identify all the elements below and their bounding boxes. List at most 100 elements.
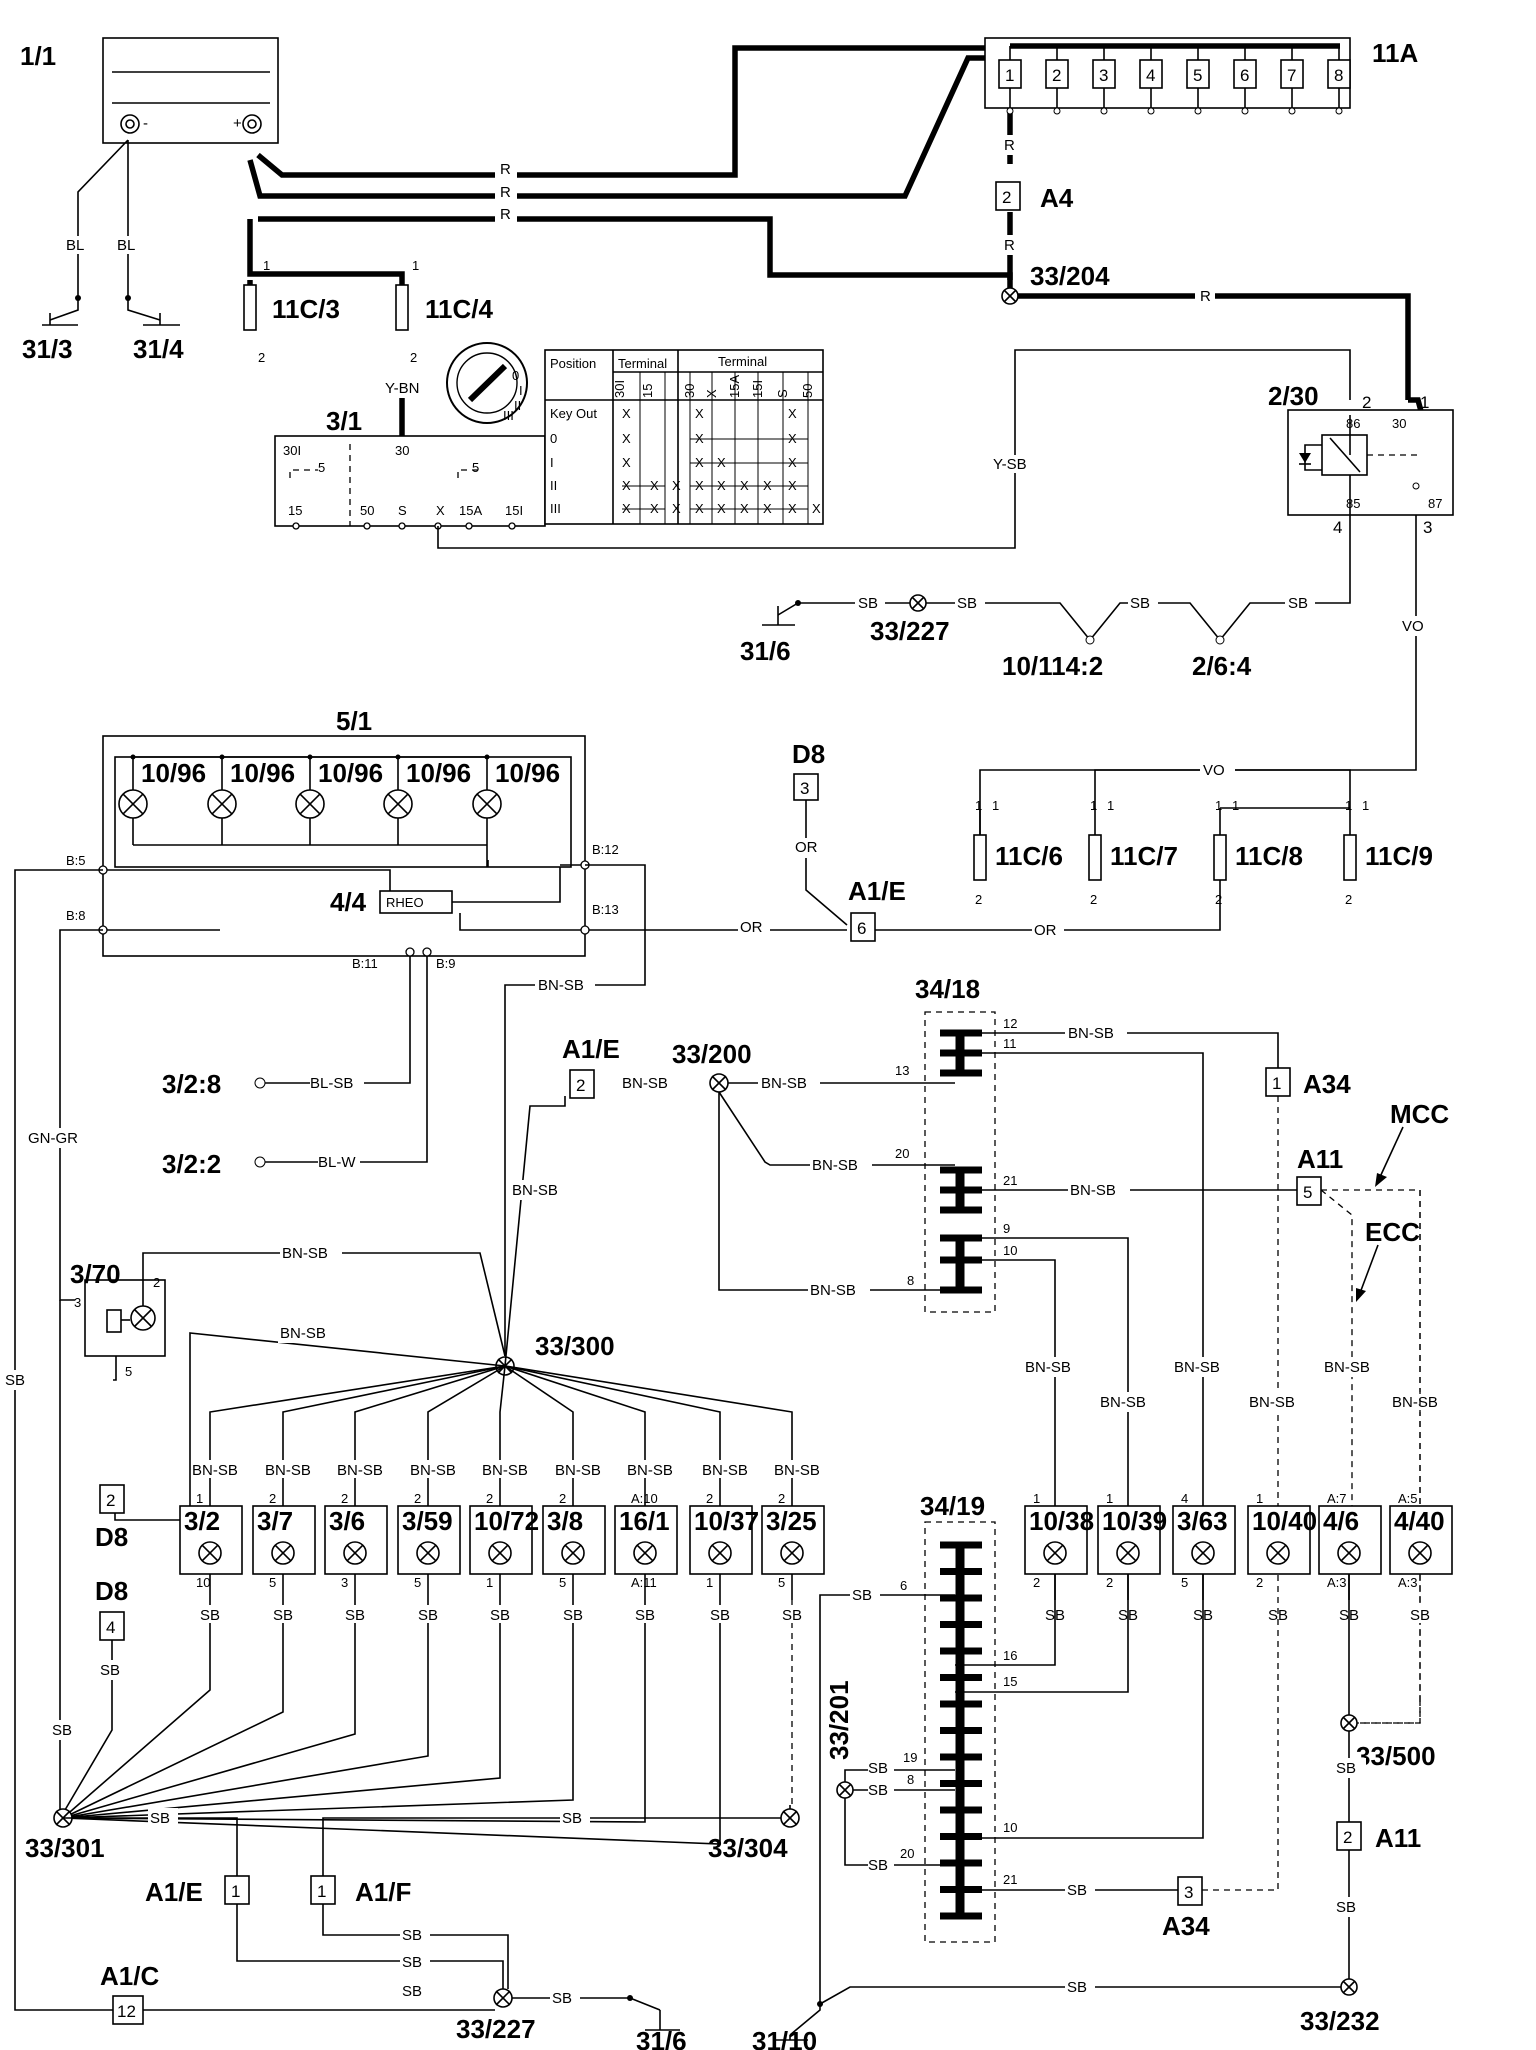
svg-text:A11: A11 [1375,1823,1421,1853]
svg-text:33/204: 33/204 [1030,261,1110,291]
svg-text:III: III [503,408,514,423]
svg-text:20: 20 [900,1846,914,1861]
connector-a1e-2: 2 A1/E [562,1034,620,1099]
svg-text:BN-SB: BN-SB [1174,1359,1220,1376]
relay-2-30: 2/30 86 30 85 87 2 1 4 3 [1268,381,1454,537]
svg-text:B:11: B:11 [352,956,378,971]
svg-text:31/6: 31/6 [636,2026,687,2050]
junction-33-500: 33/500 [1340,1714,1436,1771]
svg-text:SB: SB [1067,1979,1087,1996]
svg-text:VO: VO [1402,618,1424,635]
svg-text:BN-SB: BN-SB [337,1462,383,1479]
power-wires [247,45,1443,483]
svg-text:BN-SB: BN-SB [192,1462,238,1479]
svg-text:3: 3 [74,1295,81,1310]
junction-33-304: 33/304 [708,1808,800,1863]
svg-text:SB: SB [1410,1607,1430,1624]
battery: - + 1/1 [20,37,279,144]
svg-text:X: X [695,406,704,421]
svg-text:2: 2 [1256,1575,1263,1590]
svg-text:5: 5 [1193,66,1202,85]
svg-text:2: 2 [1106,1575,1113,1590]
svg-text:3/2: 3/2 [184,1506,220,1536]
svg-text:5: 5 [318,460,325,475]
bar-34-18: 34/18 [915,974,996,1313]
svg-text:BN-SB: BN-SB [1392,1394,1438,1411]
svg-text:BN-SB: BN-SB [1100,1394,1146,1411]
svg-text:A:7: A:7 [1327,1491,1347,1506]
svg-text:15I: 15I [505,503,523,518]
svg-text:SB: SB [100,1662,120,1679]
svg-text:1: 1 [992,798,999,813]
svg-text:3/63: 3/63 [1177,1506,1228,1536]
svg-text:B:9: B:9 [436,956,456,971]
svg-text:1: 1 [1090,798,1097,813]
svg-text:85: 85 [1346,496,1360,511]
svg-text:33/201: 33/201 [824,1680,854,1760]
svg-text:SB: SB [868,1857,888,1874]
svg-text:10/37: 10/37 [694,1506,759,1536]
svg-text:BN-SB: BN-SB [1324,1359,1370,1376]
load-3-63 [1172,1505,1236,1575]
svg-text:SB: SB [1130,595,1150,612]
svg-text:MCC: MCC [1390,1099,1449,1129]
svg-text:33/500: 33/500 [1356,1741,1436,1771]
svg-text:11C/7: 11C/7 [1110,841,1178,871]
svg-text:BN-SB: BN-SB [1249,1394,1295,1411]
svg-text:15: 15 [1003,1674,1017,1689]
svg-text:30I: 30I [283,443,301,458]
svg-text:BN-SB: BN-SB [774,1462,820,1479]
svg-text:BN-SB: BN-SB [282,1245,328,1262]
svg-text:SB: SB [1336,1760,1356,1777]
junction-33-200: 33/200 [672,1039,752,1093]
svg-text:4/4: 4/4 [330,887,367,917]
svg-text:I: I [519,383,523,398]
ground-31-4: 31/4 [133,334,184,364]
svg-text:1: 1 [486,1575,493,1590]
svg-text:ECC: ECC [1365,1217,1420,1247]
svg-text:X: X [436,503,445,518]
svg-text:19: 19 [903,1750,917,1765]
svg-text:X: X [672,501,681,516]
svg-text:1: 1 [1107,798,1114,813]
junction-33-227-top: 33/227 [870,594,950,646]
svg-text:SB: SB [852,1587,872,1604]
svg-text:10/96: 10/96 [318,758,383,788]
svg-text:A1/F: A1/F [355,1877,411,1907]
svg-text:B:12: B:12 [592,842,619,857]
svg-text:4: 4 [1146,66,1155,85]
svg-text:SB: SB [150,1810,170,1827]
svg-text:4: 4 [1333,518,1342,537]
svg-text:5: 5 [269,1575,276,1590]
svg-text:1: 1 [1256,1491,1263,1506]
svg-text:3/8: 3/8 [547,1506,583,1536]
junction-33-227-bottom: 33/227 [456,1988,536,2044]
svg-text:BN-SB: BN-SB [1070,1182,1116,1199]
svg-text:3/70: 3/70 [70,1259,121,1289]
svg-text:SB: SB [868,1782,888,1799]
svg-text:R: R [500,206,511,223]
svg-text:33/232: 33/232 [1300,2006,1380,2036]
svg-text:10/96: 10/96 [495,758,560,788]
svg-text:1: 1 [1420,393,1429,412]
svg-text:OR: OR [1034,922,1057,939]
svg-text:2: 2 [1002,188,1011,207]
svg-text:-: - [143,115,148,132]
svg-text:12: 12 [1003,1016,1017,1031]
svg-text:33/227: 33/227 [456,2014,536,2044]
svg-text:R: R [1004,237,1015,254]
svg-text:0: 0 [550,431,557,446]
svg-text:10/38: 10/38 [1029,1506,1094,1536]
svg-text:SB: SB [782,1607,802,1624]
svg-text:4: 4 [106,1618,115,1637]
svg-text:1: 1 [1272,1074,1281,1093]
svg-text:2: 2 [706,1491,713,1506]
svg-text:3: 3 [800,779,809,798]
svg-text:10/39: 10/39 [1102,1506,1167,1536]
fuse-11c3: 1 2 11C/3 [243,258,340,365]
svg-text:2: 2 [1215,892,1222,907]
svg-text:11C/4: 11C/4 [425,294,493,324]
junction-33-301: 33/301 [25,1808,105,1863]
